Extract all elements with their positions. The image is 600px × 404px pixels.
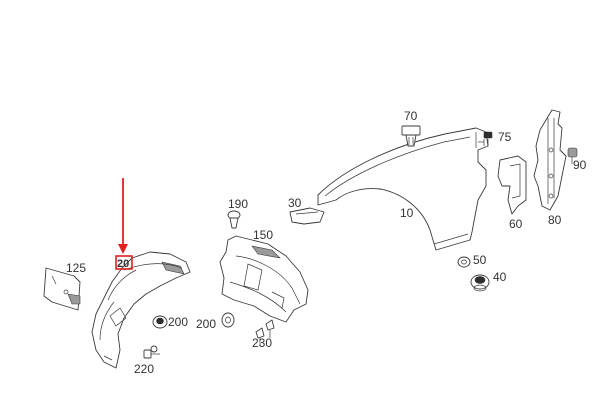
callout-200-b: 200 — [196, 317, 216, 331]
callout-60: 60 — [509, 217, 523, 231]
bracket-part-30[interactable] — [289, 207, 325, 225]
clip-part-200-a[interactable] — [152, 315, 168, 329]
callout-75: 75 — [498, 130, 512, 144]
screw-part-75[interactable] — [478, 131, 493, 146]
callout-10: 10 — [400, 206, 414, 220]
clip-part-190[interactable] — [227, 210, 241, 229]
plate-part-125[interactable] — [43, 267, 81, 311]
callout-40: 40 — [493, 270, 507, 284]
clip-part-70[interactable] — [401, 125, 421, 147]
highlight-arrow — [118, 178, 128, 254]
screw-part-90[interactable] — [567, 147, 578, 164]
callout-50: 50 — [473, 253, 487, 267]
bracket-part-80[interactable] — [533, 109, 567, 211]
callout-70: 70 — [404, 109, 418, 123]
callout-20: 20 — [117, 258, 129, 270]
callout-200-a: 200 — [168, 315, 188, 329]
callout-190: 190 — [228, 197, 248, 211]
wheel-liner-part-150[interactable] — [219, 235, 309, 323]
callout-90: 90 — [573, 158, 587, 172]
clip-part-200-b[interactable] — [221, 312, 235, 328]
screws-part-230[interactable] — [255, 319, 275, 346]
wheel-liner-part-20[interactable] — [91, 251, 191, 369]
highlight-box — [115, 255, 133, 270]
bracket-part-60[interactable] — [497, 155, 527, 215]
grommet-part-40[interactable] — [470, 274, 490, 292]
fender-part-10[interactable] — [317, 127, 489, 251]
callout-80: 80 — [548, 213, 562, 227]
nut-part-50[interactable] — [457, 256, 471, 268]
callout-150: 150 — [253, 228, 273, 242]
screw-part-220[interactable] — [143, 345, 160, 359]
callout-230: 230 — [252, 336, 272, 350]
callout-220: 220 — [134, 362, 154, 376]
callout-30: 30 — [288, 196, 302, 210]
callout-125: 125 — [66, 261, 86, 275]
